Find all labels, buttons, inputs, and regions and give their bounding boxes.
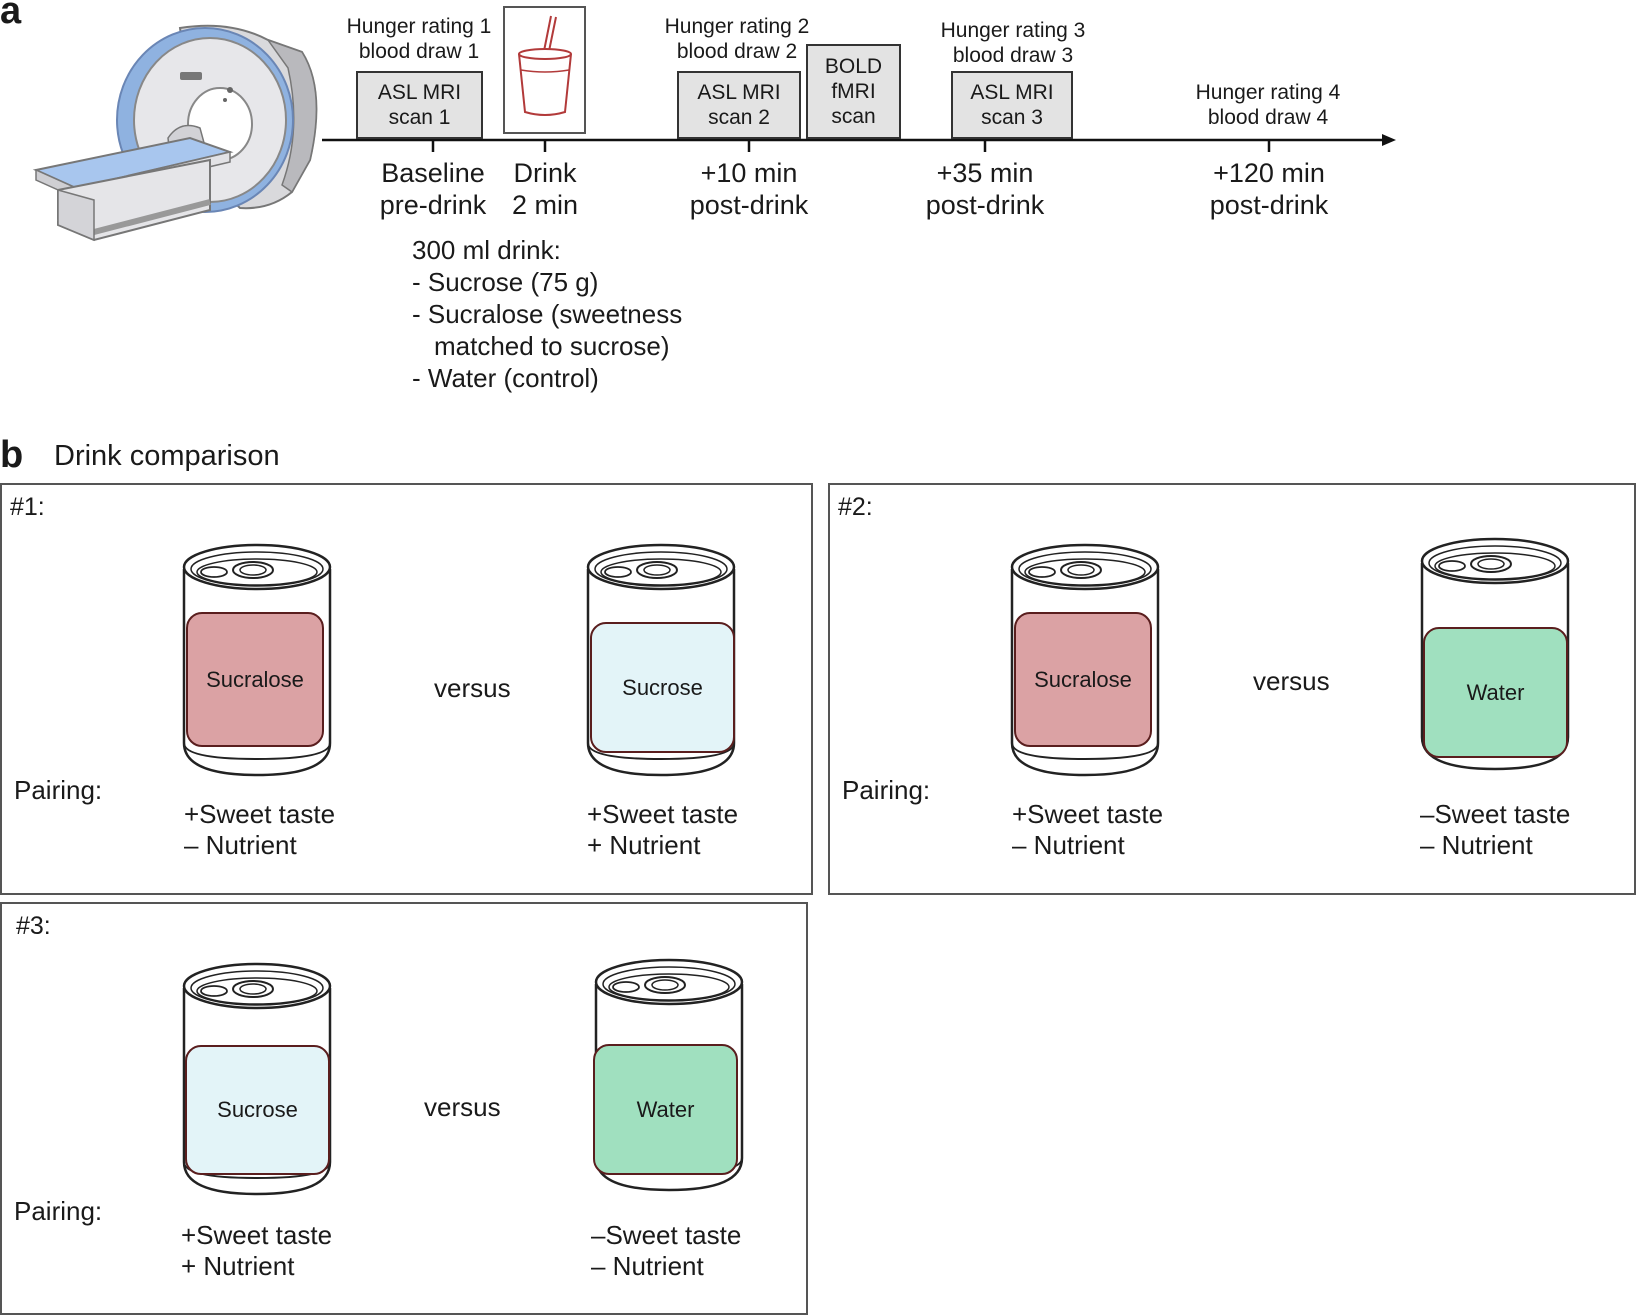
versus-label: versus	[1253, 666, 1330, 696]
can-label-water: Water	[1423, 627, 1568, 758]
can-label-sucrose: Sucrose	[185, 1045, 330, 1175]
comparison-2-frame: #2: Sucralose versus Water Pairing: +Swe…	[828, 483, 1636, 895]
drink-cup-box	[503, 6, 586, 134]
pairing-right: –Sweet taste– Nutrient	[1420, 799, 1571, 860]
pairing-label: Pairing:	[14, 1196, 103, 1226]
comparison-3-frame: #3: Sucrose versus Water Pairing: +Sweet…	[0, 902, 808, 1315]
pairing-right: –Sweet taste– Nutrient	[591, 1220, 742, 1281]
drink-cup-icon	[518, 15, 572, 116]
pairing-left: +Sweet taste– Nutrient	[184, 799, 336, 860]
panel-b-letter: b	[0, 434, 24, 476]
panel-a-letter: a	[0, 0, 22, 32]
comparison-id: #1:	[10, 493, 45, 521]
can-label-water: Water	[593, 1044, 738, 1175]
can-label-sucralose: Sucralose	[186, 612, 324, 747]
pairing-label: Pairing:	[14, 775, 103, 805]
drink-note: 300 ml drink: - Sucrose (75 g) - Sucralo…	[412, 235, 683, 393]
comparison-1-frame: #1: Sucralose versus Sucrose Pairing: +S…	[0, 483, 813, 895]
can-label-sucralose: Sucralose	[1014, 612, 1152, 747]
versus-label: versus	[434, 673, 511, 703]
pairing-label: Pairing:	[842, 775, 931, 805]
comparison-id: #3:	[16, 912, 51, 940]
timeline-axis	[322, 134, 1396, 152]
comparison-id: #2:	[838, 493, 873, 521]
pairing-left: +Sweet taste– Nutrient	[1012, 799, 1164, 860]
pairing-right: +Sweet taste+ Nutrient	[587, 799, 739, 860]
can-label-sucrose: Sucrose	[590, 622, 735, 753]
versus-label: versus	[424, 1092, 501, 1122]
panel-b-title: Drink comparison	[54, 440, 280, 472]
pairing-left: +Sweet taste+ Nutrient	[181, 1220, 333, 1281]
mri-scanner-icon	[32, 24, 318, 242]
